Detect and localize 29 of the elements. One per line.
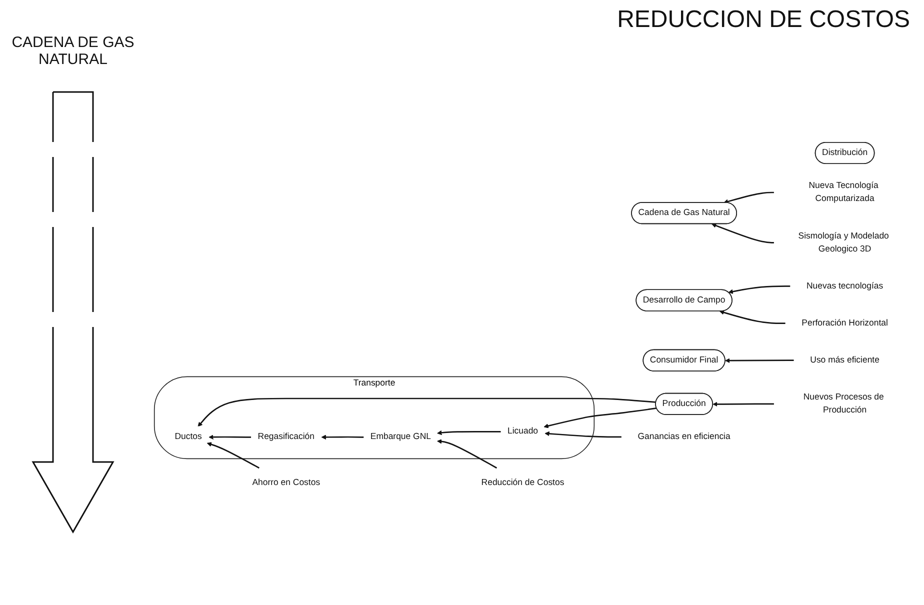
node-text: Perforación Horizontal: [802, 318, 888, 328]
arrow: [206, 442, 260, 469]
arrow: [198, 398, 656, 427]
arrow: [712, 223, 774, 244]
arrow: [725, 358, 794, 364]
arrow: [712, 402, 774, 407]
node-text: Embarque GNL: [370, 432, 431, 442]
node-text: Ductos: [174, 432, 202, 442]
arrow: [208, 434, 252, 440]
node-text: Nuevas tecnologías: [806, 281, 884, 291]
arrow: [544, 431, 622, 438]
node-text: Sismología y Modelado Geologico 3D: [798, 231, 889, 254]
arrow: [728, 286, 790, 294]
arrow: [321, 434, 364, 440]
arrow: [437, 439, 498, 469]
node-text: Nueva Tecnología Computarizada: [808, 181, 878, 204]
arrow: [724, 192, 774, 204]
node-text: Reducción de Costos: [481, 478, 564, 488]
arrow: [544, 408, 657, 428]
chain-heading: CADENA DE GAS NATURAL: [10, 34, 136, 68]
node-text: Uso más eficiente: [810, 356, 880, 365]
node-text: Regasificación: [258, 432, 314, 442]
diagram-title: REDUCCION DE COSTOS: [617, 6, 910, 34]
node-text: Ahorro en Costos: [252, 478, 320, 488]
node-text: Licuado: [507, 426, 538, 436]
node-text: Nuevos Procesos de Producción: [803, 392, 884, 415]
arrow: [437, 430, 502, 436]
arrow: [719, 310, 786, 324]
node-text: Ganancias en eficiencia: [638, 432, 730, 442]
